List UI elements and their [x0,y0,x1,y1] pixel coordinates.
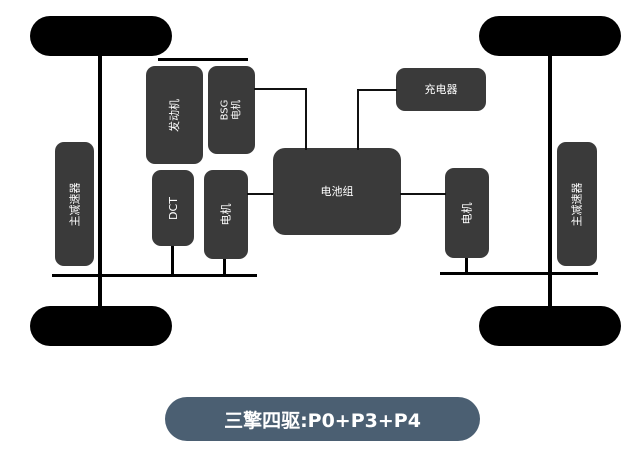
front-left-wheel [30,16,172,56]
right-shaft [440,272,598,275]
bsg-motor-box: BSG 电机 [208,66,255,154]
rear-motor-label: 电机 [460,202,474,224]
rear-motor-box: 电机 [445,168,489,258]
battery-box: 电池组 [273,148,401,235]
charger-box: 充电器 [396,68,486,111]
rear-right-wheel [479,306,621,346]
front-motor-shaft [223,258,226,276]
front-right-wheel [479,16,621,56]
front-motor-box: 电机 [204,170,248,259]
dct-shaft [171,245,174,276]
rear-reducer-label: 主减速器 [570,182,584,226]
wire-charger-horizontal [357,89,397,91]
dct-box: DCT [152,170,194,246]
left-axle [98,56,102,308]
front-motor-label: 电机 [219,203,233,226]
front-reducer-box: 主减速器 [55,142,94,266]
dct-label: DCT [166,196,180,220]
wire-rear-motor [400,193,446,195]
bsg-motor-label: BSG 电机 [219,99,243,121]
rear-left-wheel [30,306,172,346]
engine-label: 发动机 [168,98,181,132]
rear-reducer-box: 主减速器 [557,142,597,266]
right-axle [548,56,552,308]
diagram-title: 三擎四驱:P0+P3+P4 [165,397,480,441]
rear-motor-shaft [465,257,468,274]
front-reducer-label: 主减速器 [68,182,81,226]
wire-bsg-vertical [305,88,307,150]
engine-box: 发动机 [146,66,203,164]
engine-top-bar [158,58,248,61]
wire-bsg-horizontal [254,88,307,90]
charger-label: 充电器 [424,83,458,96]
wire-front-motor [247,193,274,195]
wire-charger-vertical [357,89,359,150]
left-shaft [52,274,257,277]
battery-label: 电池组 [320,185,354,198]
